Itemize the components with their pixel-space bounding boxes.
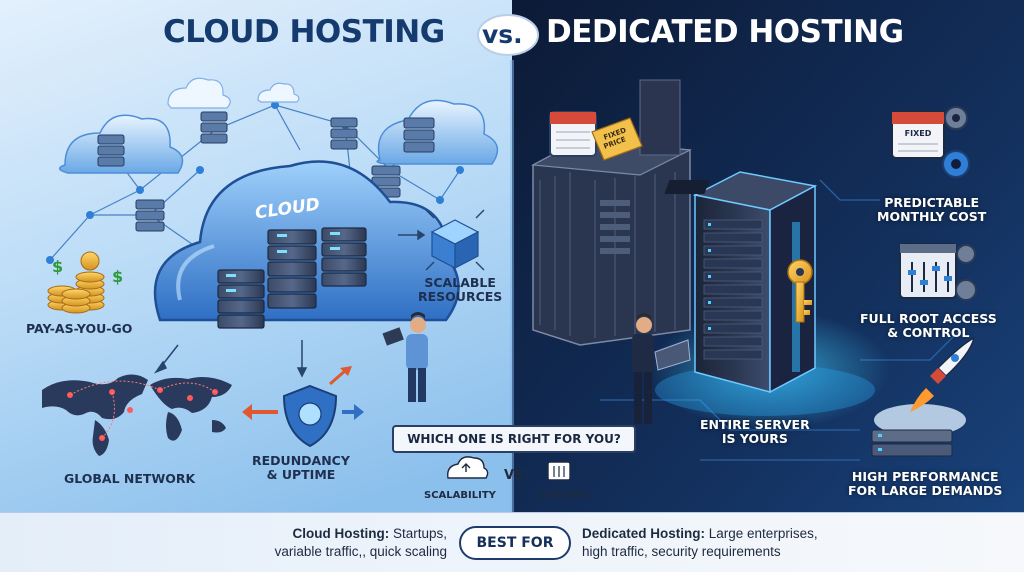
coins-icon <box>47 251 105 314</box>
small-cloud-icon <box>257 82 300 103</box>
calendar-icon <box>549 111 597 157</box>
cloud-line-1: Startups, <box>389 526 447 541</box>
svg-text:$: $ <box>52 257 63 276</box>
dedicated-line-2: high traffic, security requirements <box>582 544 781 560</box>
question-banner: WHICH ONE IS RIGHT FOR YOU? <box>392 425 636 453</box>
label-pay-as-you-go: PAY-AS-YOU-GO <box>26 321 133 336</box>
title-dedicated-hosting: DEDICATED HOSTING <box>546 14 904 50</box>
title-vs-badge <box>476 13 540 57</box>
label-high-performance: HIGH PERFORMANCE FOR LARGE DEMANDS <box>848 469 1003 498</box>
calendar-gears-icon: FIXED <box>891 106 970 178</box>
best-for-cloud: Cloud Hosting: Startups, variable traffi… <box>275 525 447 561</box>
cloud-upload-icon <box>447 456 489 479</box>
svg-text:$: $ <box>112 267 123 286</box>
best-for-dedicated: Dedicated Hosting: Large enterprises, hi… <box>582 525 818 561</box>
control-panel-icon <box>899 243 977 301</box>
svg-text:FIXED: FIXED <box>905 129 932 138</box>
dedicated-line-1: Large enterprises, <box>705 526 818 541</box>
label-scalable-resources: SCALABLE RESOURCES <box>418 275 503 304</box>
sliders-icon <box>547 461 571 481</box>
dedicated-hosting-title: Dedicated Hosting: <box>582 526 706 541</box>
price-tag-icon: FIXED PRICE <box>591 117 643 161</box>
shield-icon <box>242 366 364 448</box>
best-for-badge: BEST FOR <box>459 526 571 560</box>
scalable-cube-icon <box>425 209 485 271</box>
label-control: CONTROL <box>537 490 591 501</box>
world-map-icon <box>42 374 232 456</box>
small-cloud-icon <box>167 77 231 109</box>
label-root-access: FULL ROOT ACCESS & CONTROL <box>860 311 997 340</box>
person-with-laptop-icon <box>632 313 691 424</box>
rocket-icon <box>871 336 976 457</box>
label-redundancy-uptime: REDUNDANCY & UPTIME <box>252 453 350 482</box>
cloud-line-2: variable traffic,, quick scaling <box>274 544 447 560</box>
title-vs: vs. <box>482 20 523 49</box>
title-cloud-hosting: CLOUD HOSTING <box>163 14 445 50</box>
label-scalability: SCALABILITY <box>424 490 496 501</box>
label-entire-server: ENTIRE SERVER IS YOURS <box>700 417 810 446</box>
key-icon <box>787 259 813 323</box>
label-predictable-cost: PREDICTABLE MONTHLY COST <box>877 195 987 224</box>
person-with-tablet-icon <box>382 312 428 402</box>
cloud-hosting-title: Cloud Hosting: <box>292 526 390 541</box>
label-global-network: GLOBAL NETWORK <box>64 471 196 486</box>
label-vs-small: VS. <box>504 468 529 483</box>
